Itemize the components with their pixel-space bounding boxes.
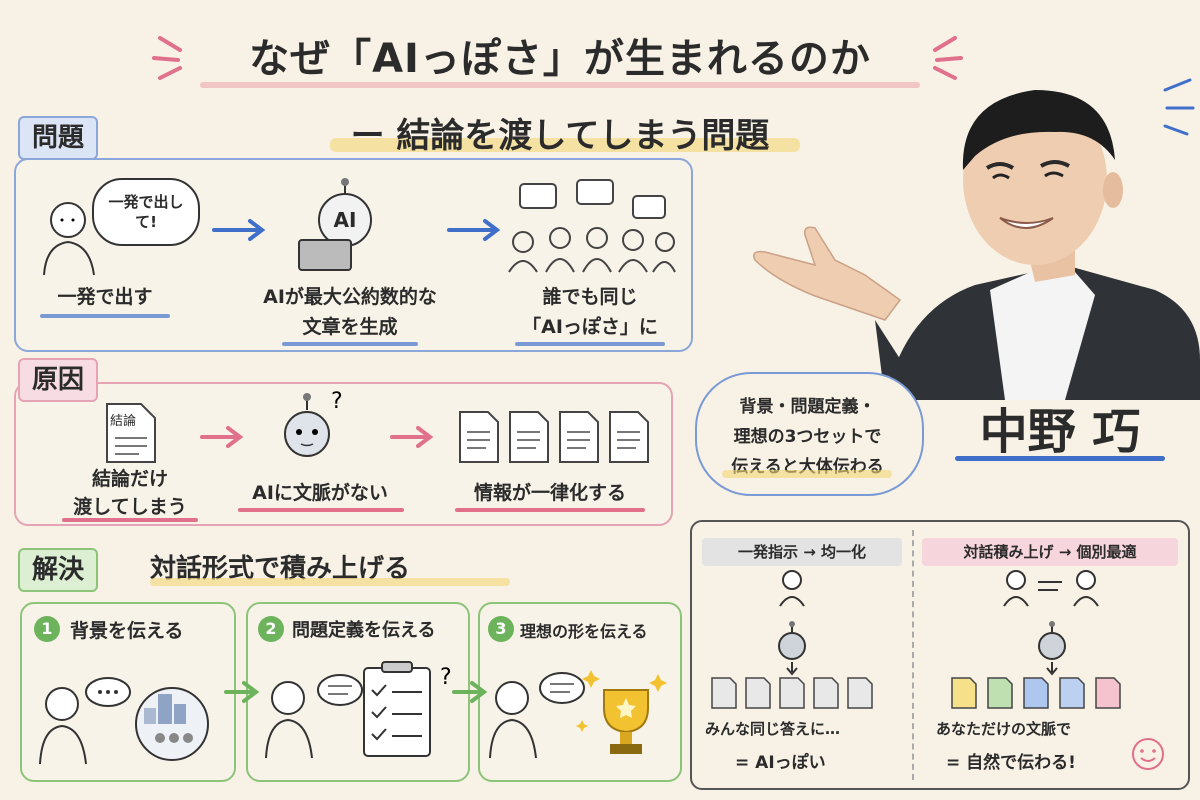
- ai-robot-icon: [295, 178, 395, 277]
- ai-robot-text: AI: [333, 208, 357, 232]
- step-number-badge: 1: [34, 616, 60, 642]
- compare-right-caption-1: あなただけの文脈で: [936, 720, 1072, 738]
- problem-step-2-label: AIが最大公約数的な: [263, 286, 437, 308]
- arrow-right-icon: [445, 218, 505, 246]
- uniform-flow-illustration: [700, 568, 910, 722]
- step-underline: [455, 508, 645, 512]
- title-accent-left: [150, 30, 190, 84]
- speaker-name: 中野 巧: [979, 404, 1141, 460]
- subtitle-highlight: [330, 138, 800, 152]
- step-underline: [282, 342, 418, 346]
- document-icon: [105, 402, 157, 468]
- comparison-divider: [912, 530, 914, 780]
- svg-text:?: ?: [331, 389, 343, 414]
- personalized-flow-illustration: [930, 568, 1180, 722]
- document-text: 結論: [110, 414, 137, 429]
- solution-step-3-label: 理想の形を伝える: [520, 622, 648, 641]
- comparison-panel: [690, 520, 1190, 790]
- solution-step-2-label: 問題定義を伝える: [292, 620, 436, 641]
- title-accent-right: [925, 30, 965, 84]
- documents-row-icon: [458, 410, 658, 470]
- speech-line-2: 理想の3つセットで: [733, 427, 882, 447]
- step-underline: [62, 518, 198, 522]
- cause-step-1-label-b: 渡してしまう: [73, 496, 187, 518]
- speech-bubble: [92, 178, 200, 246]
- solution-heading-highlight: [150, 578, 510, 586]
- speech-highlight: [722, 470, 892, 478]
- compare-left-title: 一発指示 → 均一化: [702, 538, 902, 566]
- speaker-name-underline: [955, 456, 1165, 461]
- compare-left-caption-2: = AIっぽい: [735, 753, 826, 773]
- solution-tag: 解決: [18, 548, 99, 592]
- cause-step-3-label: 情報が一律化する: [473, 482, 626, 504]
- solution-step-1-label: 背景を伝える: [70, 620, 184, 642]
- page-title: なぜ「AIっぽさ」が生まれるのか: [249, 36, 871, 82]
- step-number-badge: 3: [488, 616, 514, 642]
- step-underline: [515, 342, 665, 346]
- svg-text:?: ?: [440, 665, 452, 690]
- problem-tag: 問題: [18, 116, 99, 160]
- arrow-right-icon: [210, 218, 270, 246]
- compare-right-caption-2: = 自然で伝わる!: [946, 753, 1076, 773]
- person-talking-icon: [32, 664, 232, 778]
- arrow-right-icon: [224, 680, 264, 708]
- clipboard-checklist-icon: ?: [262, 650, 462, 774]
- person-icon: [40, 200, 100, 284]
- step-underline: [238, 508, 404, 512]
- step-underline: [40, 314, 170, 318]
- compare-right-title: 対話積み上げ → 個別最適: [922, 538, 1178, 566]
- arrow-right-icon: [388, 425, 438, 453]
- title-underline: [200, 82, 920, 88]
- speech-bubble-text: 一発で出して!: [108, 193, 184, 231]
- robot-confused-icon: ?: [275, 389, 355, 474]
- speech-line-1: 背景・問題定義・: [739, 397, 876, 417]
- cause-step-1-label: 結論だけ: [91, 468, 168, 490]
- compare-left-caption-1: みんな同じ答えに…: [705, 720, 841, 738]
- problem-step-3-label: 誰でも同じ: [542, 286, 638, 308]
- subtitle: ー 結論を渡してしまう問題: [350, 116, 770, 156]
- trophy-icon: [486, 650, 676, 774]
- crowd-icon: [505, 179, 676, 279]
- arrow-right-icon: [452, 680, 492, 708]
- problem-step-3-label-b: 「AIっぽさ」に: [522, 316, 658, 338]
- problem-step-1-label: 一発で出す: [57, 286, 153, 308]
- cause-step-2-label: AIに文脈がない: [252, 482, 388, 504]
- arrow-right-icon: [198, 425, 248, 453]
- smiley-icon: [1130, 736, 1166, 776]
- problem-step-2-label-b: 文章を生成: [302, 316, 398, 338]
- step-number-badge: 2: [258, 616, 284, 642]
- speaker-photo: [735, 60, 1200, 404]
- cause-tag: 原因: [18, 358, 99, 402]
